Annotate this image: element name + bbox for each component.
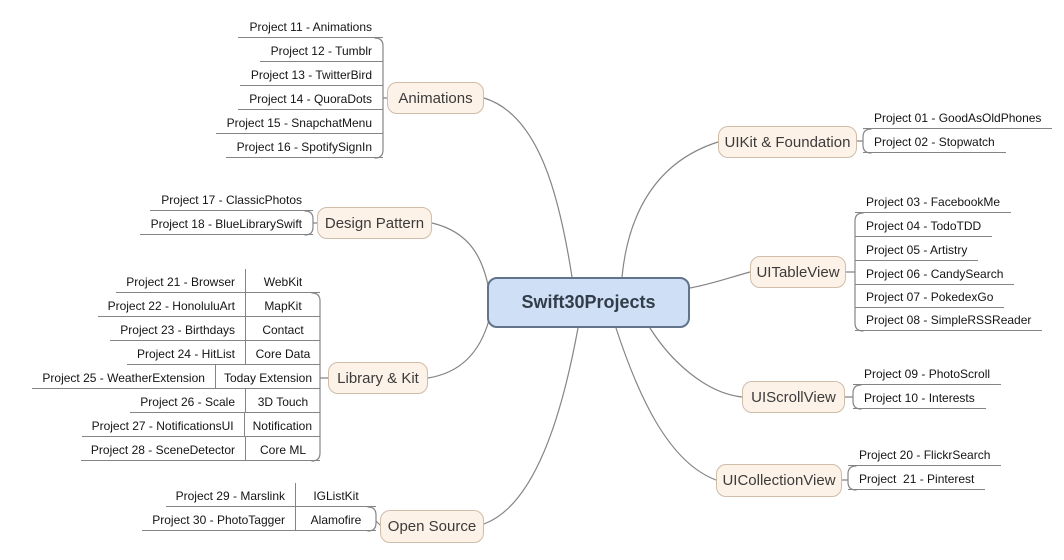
leaf-project-20[interactable]: Project 20 - FlickrSearch [848, 442, 1002, 466]
branch-node-design-pattern[interactable]: Design Pattern [317, 207, 432, 239]
leaf-row: Project 30 - PhotoTagger Alamofire [142, 507, 376, 531]
leaf-row: Project 21 - Browser WebKit [116, 269, 320, 293]
leaf-project-15[interactable]: Project 15 - SnapchatMenu [215, 110, 383, 134]
leaf-kit-contact[interactable]: Contact [245, 317, 320, 341]
leaf-project-11[interactable]: Project 11 - Animations [238, 14, 383, 38]
leaf-project-21-pinterest[interactable]: Project 21 - Pinterest [848, 466, 986, 490]
curve-open-source [483, 327, 579, 525]
leaf-project-09[interactable]: Project 09 - PhotoScroll [853, 361, 1002, 385]
leaf-kit-3d-touch[interactable]: 3D Touch [245, 389, 320, 413]
curve-uitableview [689, 271, 751, 289]
leaf-row: Project 26 - Scale 3D Touch [130, 389, 320, 413]
leaf-project-14[interactable]: Project 14 - QuoraDots [238, 86, 383, 110]
leaf-kit-core-data[interactable]: Core Data [245, 341, 320, 365]
curve-uicollectionview [615, 327, 717, 481]
leaf-project-04[interactable]: Project 04 - TodoTDD [855, 213, 993, 237]
leaf-row: Project 27 - NotificationsUI Notificatio… [81, 413, 320, 437]
leaf-project-29[interactable]: Project 29 - Marslink [165, 483, 295, 507]
leaf-project-23[interactable]: Project 23 - Birthdays [110, 317, 245, 341]
leaf-project-24[interactable]: Project 24 - HitList [126, 341, 245, 365]
curve-uiscrollview [649, 327, 743, 398]
leaf-kit-iglistkit[interactable]: IGListKit [295, 483, 376, 507]
curve-library-kit [427, 319, 490, 379]
leaf-project-02[interactable]: Project 02 - Stopwatch [863, 129, 1006, 153]
leaf-project-21[interactable]: Project 21 - Browser [116, 269, 245, 293]
leaf-kit-today-extension[interactable]: Today Extension [214, 365, 320, 389]
leaf-kit-mapkit[interactable]: MapKit [245, 293, 320, 317]
leaf-project-12[interactable]: Project 12 - Tumblr [259, 38, 383, 62]
leaf-project-01[interactable]: Project 01 - GoodAsOldPhones [863, 105, 1053, 129]
leaf-project-26[interactable]: Project 26 - Scale [130, 389, 245, 413]
branch-node-library-kit[interactable]: Library & Kit [328, 362, 428, 394]
branch-node-uitableview[interactable]: UITableView [750, 256, 846, 288]
leaf-project-27[interactable]: Project 27 - NotificationsUI [81, 413, 244, 437]
leaf-project-30[interactable]: Project 30 - PhotoTagger [142, 507, 295, 531]
branch-node-open-source[interactable]: Open Source [380, 510, 484, 543]
leaf-row: Project 22 - HonoluluArt MapKit [97, 293, 320, 317]
branch-node-uikit-foundation[interactable]: UIKit & Foundation [718, 126, 857, 158]
leaf-row: Project 24 - HitList Core Data [126, 341, 320, 365]
leaf-project-16[interactable]: Project 16 - SpotifySignIn [225, 134, 383, 158]
curve-animations [483, 97, 573, 278]
leaf-project-17[interactable]: Project 17 - ClassicPhotos [150, 187, 313, 211]
leaf-row: Project 25 - WeatherExtension Today Exte… [32, 365, 320, 389]
leaf-kit-alamofire[interactable]: Alamofire [295, 507, 376, 531]
curve-uikit-foundation [621, 141, 719, 278]
leaf-project-08[interactable]: Project 08 - SimpleRSSReader [855, 307, 1043, 331]
leaf-project-03[interactable]: Project 03 - FacebookMe [855, 189, 1012, 213]
central-node[interactable]: Swift30Projects [487, 277, 690, 328]
leaf-project-10[interactable]: Project 10 - Interests [853, 385, 986, 409]
leaf-project-13[interactable]: Project 13 - TwitterBird [239, 62, 383, 86]
curve-design-pattern [431, 222, 490, 291]
leaf-row: Project 28 - SceneDetector Core ML [80, 437, 320, 461]
branch-node-uiscrollview[interactable]: UIScrollView [742, 381, 845, 413]
leaf-project-07[interactable]: Project 07 - PokedexGo [855, 284, 1005, 308]
branch-node-animations[interactable]: Animations [387, 82, 484, 114]
leaf-project-18[interactable]: Project 18 - BlueLibrarySwift [139, 211, 313, 235]
leaf-row: Project 29 - Marslink IGListKit [165, 483, 376, 507]
leaf-kit-notification[interactable]: Notification [243, 413, 320, 437]
leaf-kit-webkit[interactable]: WebKit [245, 269, 320, 293]
leaf-project-28[interactable]: Project 28 - SceneDetector [80, 437, 245, 461]
leaf-project-25[interactable]: Project 25 - WeatherExtension [32, 365, 215, 389]
leaf-kit-core-ml[interactable]: Core ML [245, 437, 320, 461]
leaf-project-06[interactable]: Project 06 - CandySearch [855, 261, 1015, 285]
leaf-project-05[interactable]: Project 05 - Artistry [855, 237, 979, 261]
leaf-project-22[interactable]: Project 22 - HonoluluArt [97, 293, 245, 317]
branch-node-uicollectionview[interactable]: UICollectionView [716, 464, 842, 497]
leaf-row: Project 23 - Birthdays Contact [110, 317, 320, 341]
